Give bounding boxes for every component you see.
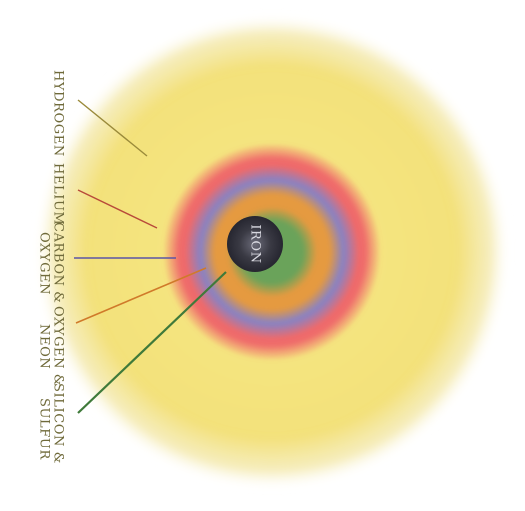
iron-core-label: IRON [248,224,263,263]
label-helium: HELIUM [51,163,66,225]
label-hydrogen: HYDROGEN [51,70,66,157]
pointer-hydrogen [77,99,148,157]
iron-core [227,216,283,272]
label-oxygen-line2: NEON [37,324,52,369]
label-oxygen-line1: OXYGEN & [51,306,66,386]
label-carbon-line2: OXYGEN [37,232,52,295]
label-silicon-line2: SULFUR [37,398,52,460]
pointer-lines [74,99,227,414]
pointer-helium [77,189,158,229]
label-carbon-line1: CARBON & [51,222,66,303]
label-silicon-line1: SILICON & [51,383,66,464]
layer-labels: HYDROGEN HELIUM CARBON & OXYGEN OXYGEN &… [37,70,66,464]
pointer-oxygen-neon [75,267,207,324]
pointer-silicon-sulfur [77,271,227,414]
